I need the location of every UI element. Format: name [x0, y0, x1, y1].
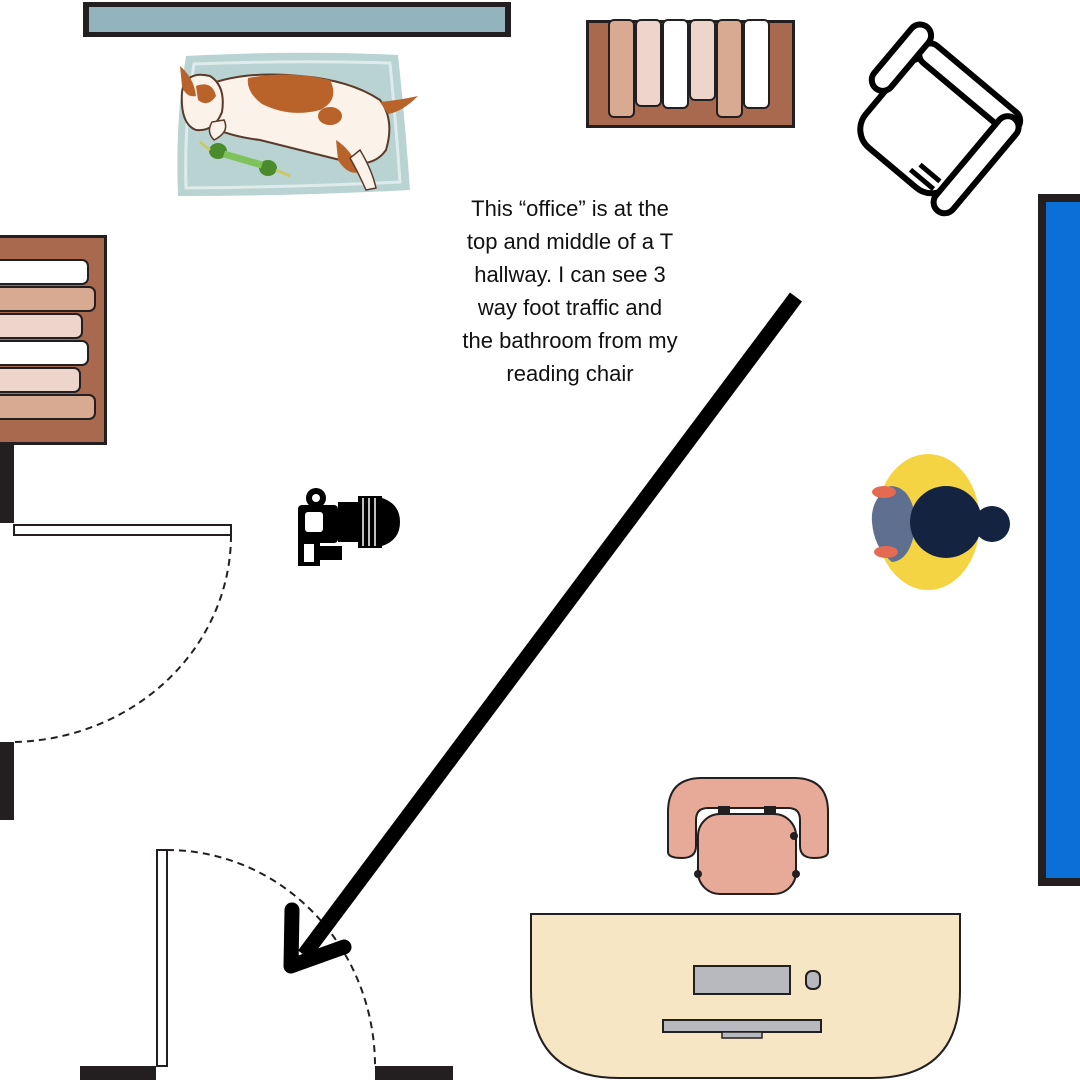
reading-chair-icon — [857, 21, 1024, 217]
tv-icon — [1038, 194, 1080, 886]
note-line: hallway. I can see 3 — [474, 262, 666, 287]
bookshelf-icon — [586, 19, 795, 128]
door-icon — [0, 445, 232, 820]
bookshelf-icon — [0, 235, 107, 445]
window-icon — [83, 2, 511, 37]
note-line: reading chair — [506, 361, 634, 386]
arrow-icon — [283, 292, 803, 974]
note-line: the bathroom from my — [462, 328, 678, 353]
dog-icon — [177, 52, 418, 197]
person-icon — [871, 454, 1010, 590]
note-line: way foot traffic and — [477, 295, 663, 320]
note-line: This “office” is at the — [471, 196, 669, 221]
desk-icon — [530, 913, 961, 1079]
door-icon — [80, 849, 453, 1080]
camera-icon — [298, 488, 400, 566]
desk-chair-icon — [667, 777, 829, 895]
computer-icon — [662, 965, 822, 1039]
floor-plan-note: This “office” is at the top and middle o… — [420, 192, 720, 390]
note-line: top and middle of a T — [466, 229, 674, 254]
